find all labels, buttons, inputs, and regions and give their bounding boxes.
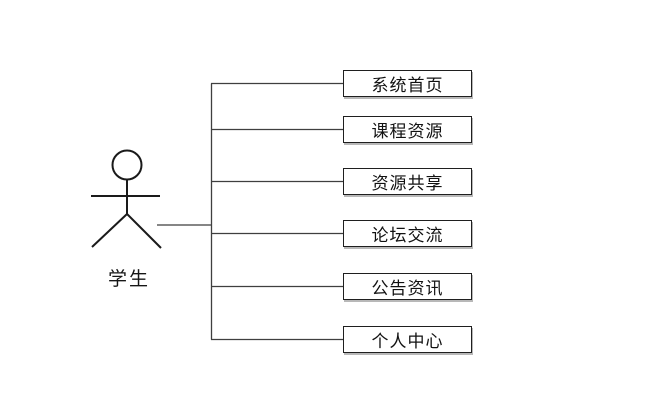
actor-head <box>111 149 143 181</box>
actor-figure <box>91 149 162 249</box>
use-case-box-forum-exchange: 论坛交流 <box>343 220 472 247</box>
actor-leg-left <box>91 213 128 248</box>
use-case-box-course-resources: 课程资源 <box>343 116 472 143</box>
use-case-label: 论坛交流 <box>371 226 444 245</box>
actor-label: 学生 <box>107 269 150 290</box>
use-case-label: 系统首页 <box>371 76 444 95</box>
use-case-box-announcements: 公告资讯 <box>343 273 472 300</box>
use-case-label: 个人中心 <box>371 332 444 351</box>
use-case-label: 资源共享 <box>371 174 444 193</box>
use-case-box-system-home: 系统首页 <box>343 70 472 97</box>
actor-leg-right <box>126 213 162 249</box>
use-case-label: 课程资源 <box>371 122 444 141</box>
use-case-label: 公告资讯 <box>371 279 444 298</box>
connector-lines <box>157 82 343 341</box>
use-case-box-personal-center: 个人中心 <box>343 326 472 353</box>
use-case-box-resource-sharing: 资源共享 <box>343 168 472 195</box>
